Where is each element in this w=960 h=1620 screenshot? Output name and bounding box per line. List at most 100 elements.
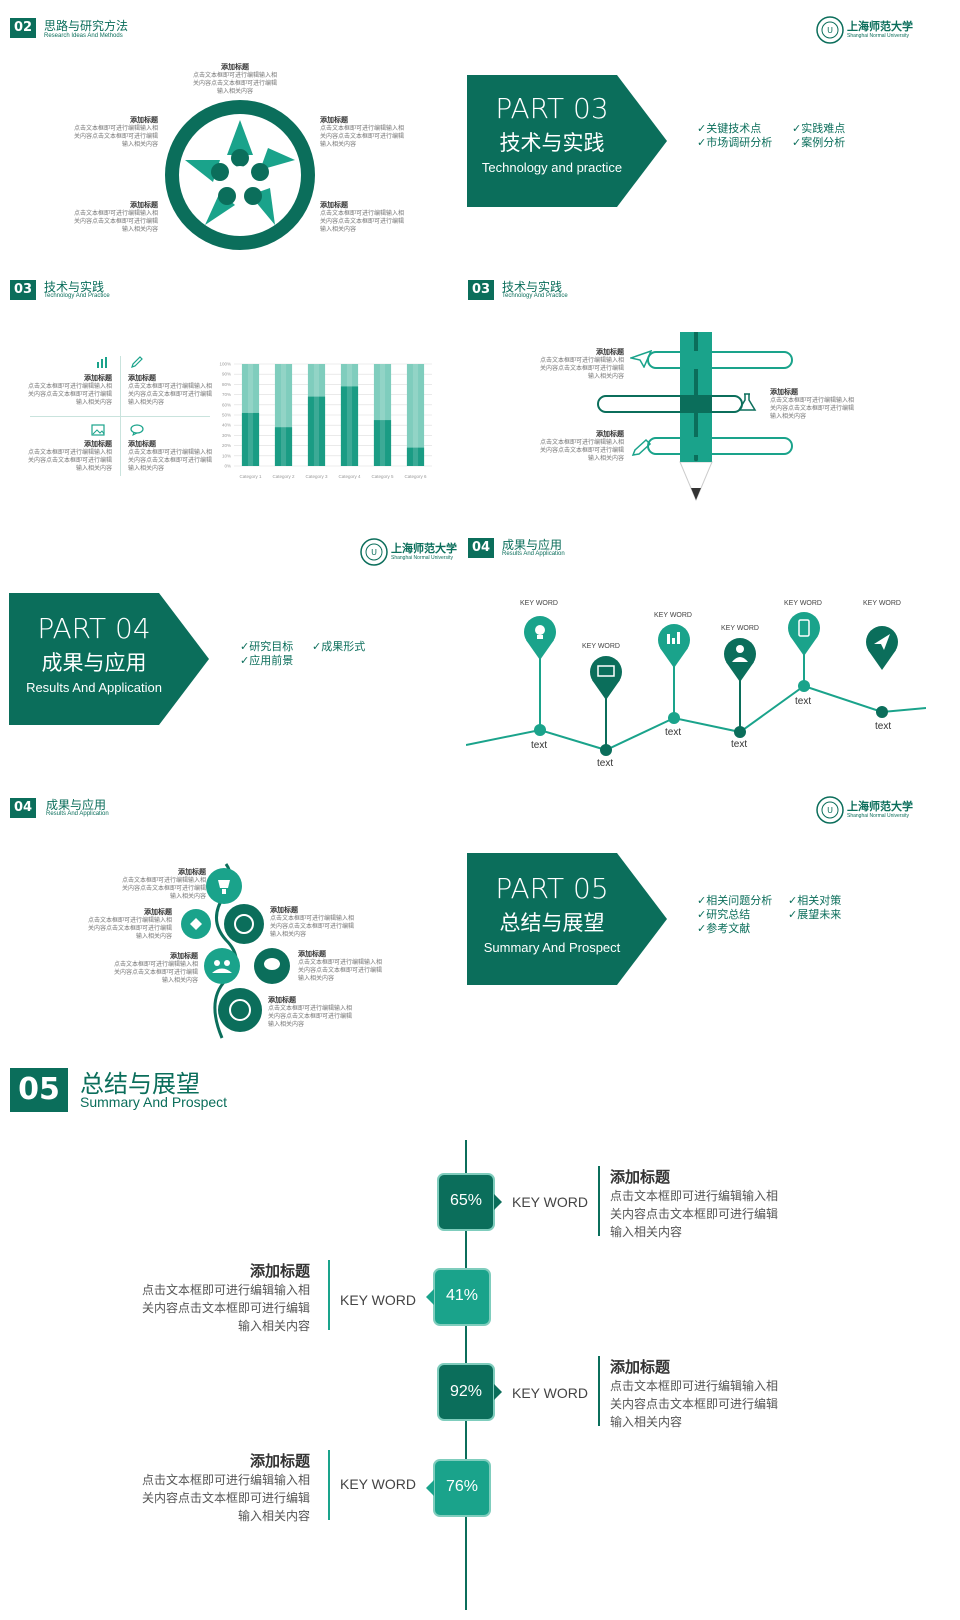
- y-tick-label: 90%: [222, 372, 231, 377]
- part-banner-shape: [9, 593, 209, 725]
- paper-plane-icon: [630, 350, 652, 368]
- text-block-right-top: 添加标题 点击文本框即可进行编辑输入相 关内容点击文本框即可进行编辑 输入相关内…: [320, 117, 405, 148]
- y-tick-label: 20%: [222, 443, 231, 448]
- pencil-graphic: [597, 332, 793, 502]
- bar: [340, 386, 359, 466]
- section-number: 03: [10, 280, 36, 300]
- row-divider: [598, 1166, 600, 1236]
- section-subtitle: Technology And Practice: [502, 293, 568, 299]
- text-block: 添加标题 点击文本框即可进行编辑输入相 关内容点击文本框即可进行编辑 输入相关内…: [539, 349, 624, 380]
- x-tick-label: Category 5: [371, 474, 394, 479]
- text-block: 添加标题 点击文本框即可进行编辑输入相 关内容点击文本框即可进行编辑 输入相关内…: [128, 441, 213, 472]
- section-number: 02: [10, 18, 36, 38]
- section-subtitle: Technology And Practice: [44, 293, 110, 299]
- logo-text-en: Shanghai Normal University: [847, 33, 909, 39]
- logo-text-en: Shanghai Normal University: [391, 555, 453, 561]
- image-icon: [91, 424, 105, 436]
- part-title-en: Technology and practice: [481, 160, 623, 175]
- part-banner-shape: [467, 75, 667, 207]
- row-divider: [328, 1260, 330, 1330]
- pencil-icon: [131, 356, 143, 368]
- x-tick-label: Category 4: [338, 474, 361, 479]
- section-title: 成果与应用: [46, 798, 107, 812]
- text-block: 添加标题 点击文本框即可进行编辑输入相 关内容点击文本框即可进行编辑 输入相关内…: [539, 431, 624, 462]
- percent-label: 76%: [445, 1478, 479, 1495]
- pencil-small-icon: [631, 438, 652, 456]
- text-block: 添加标题 点击文本框即可进行编辑输入相 关内容点击文本框即可进行编辑 输入相关内…: [113, 953, 198, 984]
- text-block: 添加标题 点击文本框即可进行编辑输入相 关内容点击文本框即可进行编辑 输入相关内…: [141, 1263, 310, 1333]
- section-subtitle: Results And Application: [502, 551, 565, 557]
- bar-highlight: [247, 364, 254, 466]
- section-number: 04: [10, 798, 36, 818]
- point-label: text: [531, 740, 548, 751]
- text-block: 添加标题 点击文本框即可进行编辑输入相 关内容点击文本框即可进行编辑 输入相关内…: [27, 441, 112, 472]
- x-tick-label: Category 3: [305, 474, 328, 479]
- part-title-cn: 成果与应用: [41, 652, 147, 675]
- svg-text:U: U: [827, 806, 833, 815]
- section-title: 总结与展望: [80, 1071, 200, 1098]
- slide-tech-pencil: 03 技术与实践 Technology And Practice 添加标题 点击…: [468, 270, 960, 530]
- section-subtitle: Summary And Prospect: [80, 1094, 228, 1110]
- text-block: 添加标题 点击文本框即可进行编辑输入相 关内容点击文本框即可进行编辑 输入相关内…: [610, 1169, 779, 1239]
- check-item: 研究总结: [697, 908, 750, 922]
- percent-box-shape: [426, 1268, 491, 1326]
- part-title-cn: 技术与实践: [499, 132, 605, 155]
- section-title: 技术与实践: [44, 280, 105, 294]
- bar-chart-icon: [97, 357, 107, 368]
- bar: [241, 412, 260, 466]
- part-title-cn: 总结与展望: [499, 912, 605, 935]
- university-logo: U 上海师范大学 Shanghai Normal University: [816, 16, 926, 44]
- svg-text:U: U: [827, 26, 833, 35]
- text-block: 添加标题 点击文本框即可进行编辑输入相 关内容点击文本框即可进行编辑 输入相关内…: [770, 389, 855, 420]
- part-number: PART 03: [495, 92, 609, 125]
- keyword-label: KEY WORD: [340, 1292, 416, 1308]
- y-tick-label: 30%: [222, 433, 231, 438]
- keyword-label: KEY WORD: [520, 600, 558, 607]
- slide-tech-chart: 03 技术与实践 Technology And Practice 添加标题 点击…: [0, 270, 480, 530]
- part-banner-shape: [467, 853, 667, 985]
- tree-graphic: [181, 863, 290, 1039]
- bar: [406, 447, 425, 466]
- keyword-label: KEY WORD: [784, 600, 822, 607]
- section-number: 04: [468, 538, 494, 558]
- divider-horizontal: [30, 416, 210, 417]
- bar-highlight: [346, 364, 353, 466]
- text-block: 添加标题 点击文本框即可进行编辑输入相 关内容点击文本框即可进行编辑 输入相关内…: [610, 1359, 779, 1429]
- section-title: 成果与应用: [502, 538, 563, 552]
- slide-summary: 05 总结与展望 Summary And Prospect 65% KEY WO…: [0, 1050, 960, 1620]
- text-block: 添加标题 点击文本框即可进行编辑输入相 关内容点击文本框即可进行编辑 输入相关内…: [121, 869, 206, 900]
- percent-box-shape: [437, 1173, 502, 1231]
- point-label: text: [665, 727, 682, 738]
- keyword-label: KEY WORD: [512, 1194, 588, 1210]
- y-tick-label: 100%: [219, 362, 231, 367]
- row-divider: [598, 1356, 600, 1426]
- keyword-label: KEY WORD: [582, 643, 620, 650]
- part-banner: PART 05 总结与展望 Summary And Prospect: [467, 872, 637, 955]
- x-tick-label: Category 6: [404, 474, 427, 479]
- check-item: 应用前景: [240, 654, 293, 668]
- logo-text-cn: 上海师范大学: [847, 800, 913, 813]
- part-banner: PART 03 技术与实践 Technology and practice: [467, 92, 637, 175]
- x-tick-label: Category 2: [272, 474, 295, 479]
- y-tick-label: 0%: [224, 464, 231, 469]
- percent-label: 65%: [449, 1192, 483, 1209]
- section-title: 思路与研究方法: [44, 19, 129, 33]
- slide-part04: U 上海师范大学 Shanghai Normal University PART…: [0, 530, 480, 790]
- university-seal-icon: U: [816, 796, 844, 824]
- text-block-left-top: 添加标题 点击文本框即可进行编辑输入相 关内容点击文本框即可进行编辑 输入相关内…: [73, 117, 158, 148]
- text-block: 添加标题 点击文本框即可进行编辑输入相 关内容点击文本框即可进行编辑 输入相关内…: [270, 907, 355, 938]
- percent-label: 92%: [449, 1383, 483, 1400]
- keyword-label: KEY WORD: [654, 612, 692, 619]
- check-item: 成果形式: [312, 640, 365, 654]
- text-block: 添加标题 点击文本框即可进行编辑输入相 关内容点击文本框即可进行编辑 输入相关内…: [128, 375, 213, 406]
- slide-part03: U 上海师范大学 Shanghai Normal University PART…: [467, 0, 960, 270]
- bar-highlight: [379, 364, 386, 466]
- university-seal-icon: U: [360, 538, 388, 566]
- y-tick-label: 70%: [222, 392, 231, 397]
- percent-label: 41%: [445, 1287, 479, 1304]
- x-tick-label: Category 1: [239, 474, 262, 479]
- point-label: text: [731, 739, 748, 750]
- keyword-label: KEY WORD: [512, 1385, 588, 1401]
- check-item: 相关对策: [788, 894, 841, 908]
- slide-results-timeline: 04 成果与应用 Results And Application: [466, 530, 960, 790]
